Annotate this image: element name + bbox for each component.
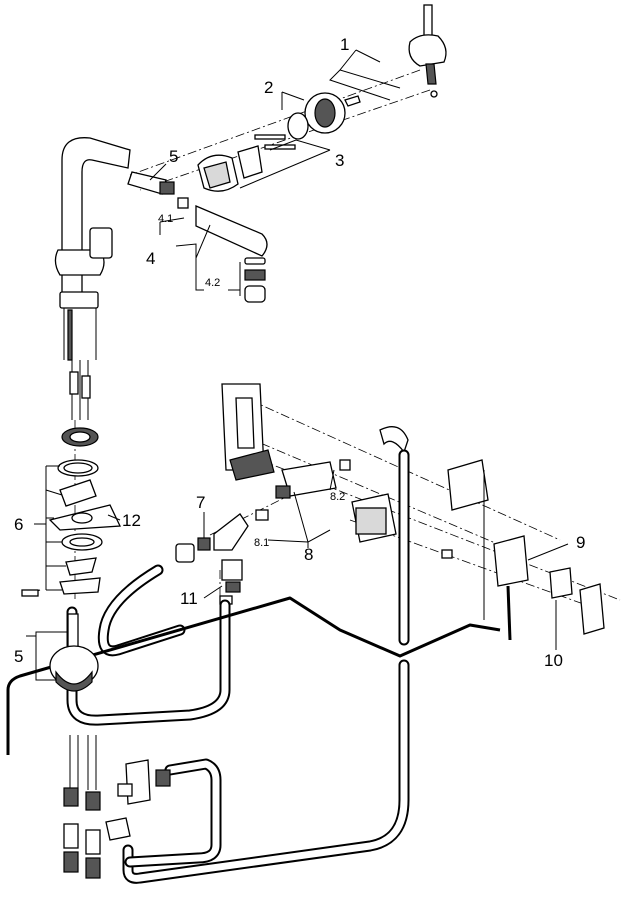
label-part-12: 12 — [122, 511, 141, 530]
mounting-set — [21, 427, 121, 597]
label-part-8-1: 8.1 — [254, 537, 269, 549]
label-part-8: 8 — [304, 545, 313, 564]
leader-lines — [26, 49, 569, 681]
label-part-9: 9 — [576, 533, 585, 552]
label-part-5-top: 5 — [169, 147, 178, 166]
label-part-7: 7 — [196, 493, 205, 512]
label-part-4-2: 4.2 — [205, 277, 220, 289]
label-part-5-bottom: 5 — [14, 647, 23, 666]
control-unit — [221, 383, 605, 641]
label-part-3: 3 — [335, 151, 344, 170]
supply-hoses — [63, 735, 171, 879]
label-part-2: 2 — [264, 78, 273, 97]
label-part-8-2: 8.2 — [330, 491, 345, 503]
label-part-6: 6 — [14, 515, 23, 534]
handle-assembly — [197, 4, 447, 192]
label-part-10: 10 — [544, 651, 563, 670]
label-part-11: 11 — [180, 589, 198, 608]
label-part-4-1: 4.1 — [158, 213, 173, 225]
faucet-body — [54, 137, 131, 420]
pull-out-weight — [49, 613, 99, 692]
spray-head-assembly — [127, 171, 268, 303]
water-hoses — [6, 449, 501, 884]
label-part-4: 4 — [146, 249, 155, 268]
label-part-1: 1 — [340, 35, 349, 54]
assembly-guide-lines — [74, 69, 621, 611]
part-labels: 1 2 3 4 4.1 4.2 5 5 6 7 8 8.1 8.2 9 10 1… — [14, 35, 585, 670]
